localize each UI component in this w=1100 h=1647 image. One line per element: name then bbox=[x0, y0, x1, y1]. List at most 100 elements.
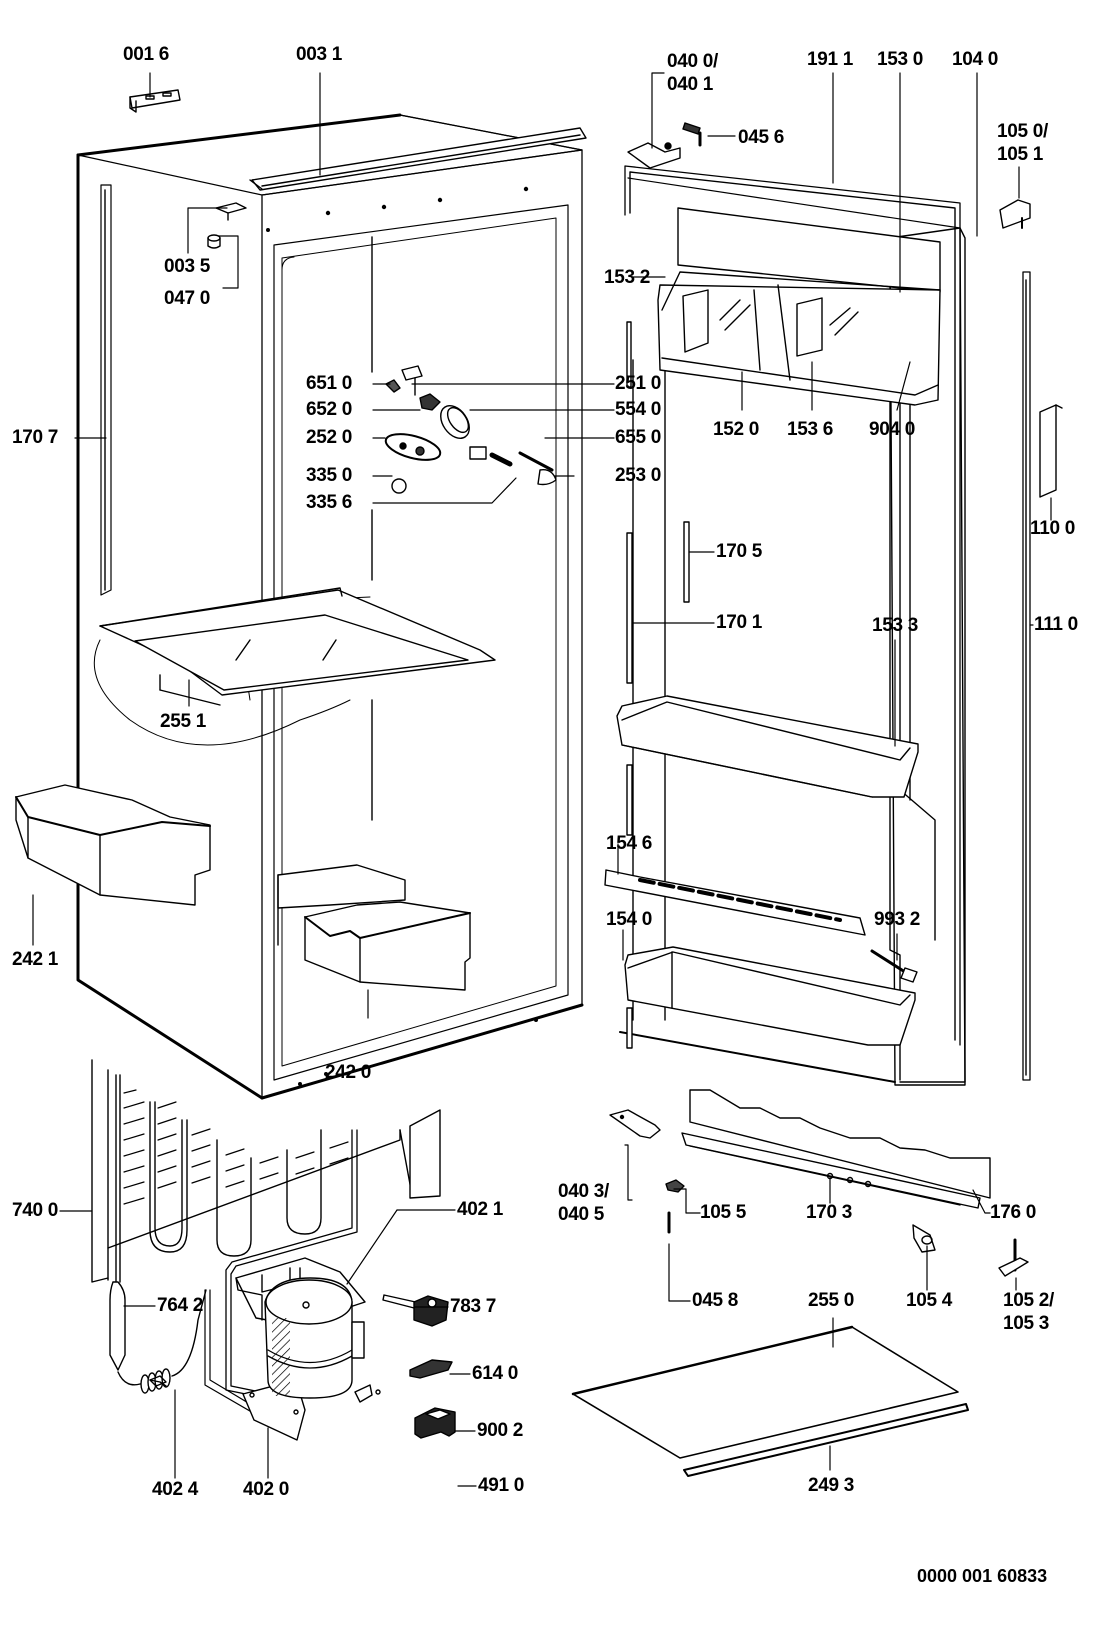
part-label-1536: 153 6 bbox=[787, 419, 834, 440]
part-label-1911: 191 1 bbox=[807, 49, 854, 70]
part-label-2550: 255 0 bbox=[808, 1290, 855, 1311]
part-label-1703: 170 3 bbox=[806, 1202, 853, 1223]
part-label-1533: 153 3 bbox=[872, 615, 919, 636]
part-label-1040: 104 0 bbox=[952, 49, 999, 70]
upper-door-hinge bbox=[1000, 200, 1030, 228]
hinge-bracket-0016 bbox=[130, 90, 180, 112]
handle-strip-1110 bbox=[1023, 272, 1030, 1080]
part-label-6520: 652 0 bbox=[306, 399, 353, 420]
relay-6140 bbox=[414, 1296, 448, 1326]
part-label-3350: 335 0 bbox=[306, 465, 353, 486]
part-label-1532: 153 2 bbox=[604, 267, 651, 288]
part-label-7400: 740 0 bbox=[12, 1200, 59, 1221]
part-label-4020: 402 0 bbox=[243, 1479, 290, 1500]
part-label-1530: 153 0 bbox=[877, 49, 924, 70]
glass-shelf-2551 bbox=[94, 588, 495, 745]
part-label-1701: 170 1 bbox=[716, 612, 763, 633]
part-label-9932: 993 2 bbox=[874, 909, 921, 930]
compressor-4020 bbox=[243, 1278, 380, 1440]
bottom-rail-1703 bbox=[682, 1133, 980, 1208]
part-label-4910: 491 0 bbox=[478, 1475, 525, 1496]
reference-number: 0000 001 60833 bbox=[917, 1566, 1048, 1586]
trim-strip-2493 bbox=[684, 1404, 968, 1476]
part-label-0458: 045 8 bbox=[692, 1290, 739, 1311]
machine-compartment bbox=[92, 1060, 455, 1440]
part-label-1520: 152 0 bbox=[713, 419, 760, 440]
side-strip-1707 bbox=[101, 185, 111, 595]
door-strip-1705 bbox=[684, 522, 689, 602]
cover-clip-4910 bbox=[415, 1408, 455, 1438]
part-label-9040: 904 0 bbox=[869, 419, 916, 440]
part-label-1054: 105 4 bbox=[906, 1290, 953, 1311]
overload-protector-9002 bbox=[410, 1360, 452, 1378]
butter-compartment bbox=[658, 208, 940, 405]
part-label-0400-line2: 040 1 bbox=[667, 74, 714, 95]
crisper-drawer-2420 bbox=[278, 865, 470, 990]
part-label-5540: 554 0 bbox=[615, 399, 662, 420]
upper-hinge-plate bbox=[628, 143, 680, 168]
part-label-1050-line1: 105 0/ bbox=[997, 121, 1049, 142]
part-label-1110: 111 0 bbox=[1034, 614, 1078, 635]
bottle-shelf-1540 bbox=[625, 947, 915, 1045]
part-label-1052: 105 2/105 3 bbox=[1003, 1289, 1054, 1335]
glass-plate-2550 bbox=[573, 1327, 958, 1458]
part-label-2420: 242 0 bbox=[325, 1062, 372, 1083]
part-label-1100: 110 0 bbox=[1030, 518, 1075, 539]
part-label-1707: 170 7 bbox=[12, 427, 59, 448]
part-label-0035: 003 5 bbox=[164, 256, 211, 277]
part-label-1052-line2: 105 3 bbox=[1003, 1313, 1050, 1334]
top-trim-0031 bbox=[250, 128, 586, 190]
part-label-6510: 651 0 bbox=[306, 373, 353, 394]
part-label-0031: 003 1 bbox=[296, 44, 343, 65]
part-label-3356: 335 6 bbox=[306, 492, 353, 513]
part-label-1050-line2: 105 1 bbox=[997, 144, 1044, 165]
part-label-2493: 249 3 bbox=[808, 1475, 855, 1496]
thermostat-cluster bbox=[383, 366, 556, 493]
door bbox=[573, 123, 1062, 1476]
part-label-1760: 176 0 bbox=[990, 1202, 1037, 1223]
part-label-1546: 154 6 bbox=[606, 833, 653, 854]
lower-hinge-plate bbox=[610, 1110, 660, 1138]
part-label-0470: 047 0 bbox=[164, 288, 211, 309]
hinge-pin-0456 bbox=[683, 123, 700, 145]
part-label-6140: 614 0 bbox=[472, 1363, 519, 1384]
part-label-2510: 251 0 bbox=[615, 373, 662, 394]
part-label-2421: 242 1 bbox=[12, 949, 59, 970]
part-label-1540: 154 0 bbox=[606, 909, 653, 930]
part-label-7837: 783 7 bbox=[450, 1296, 497, 1317]
part-label-2520: 252 0 bbox=[306, 427, 353, 448]
door-shelf-1533 bbox=[617, 696, 918, 797]
part-label-0403-line1: 040 3/ bbox=[558, 1181, 610, 1202]
condenser-7400 bbox=[92, 1060, 440, 1282]
part-label-2551: 255 1 bbox=[160, 711, 207, 732]
part-label-7642: 764 2 bbox=[157, 1295, 204, 1316]
cabinet bbox=[16, 90, 586, 1098]
lower-door-hinge bbox=[913, 1225, 935, 1252]
part-label-1055: 105 5 bbox=[700, 1202, 747, 1223]
part-label-1052-line1: 105 2/ bbox=[1003, 1290, 1055, 1311]
cabinet-top bbox=[78, 115, 582, 195]
part-label-4021: 402 1 bbox=[457, 1199, 504, 1220]
part-label-1050: 105 0/105 1 bbox=[997, 120, 1048, 166]
sensor-9932 bbox=[872, 951, 917, 982]
part-label-4024: 402 4 bbox=[152, 1479, 199, 1500]
lower-hinge-pin bbox=[999, 1240, 1028, 1276]
egg-tray-1546 bbox=[605, 870, 865, 935]
part-label-0400: 040 0/040 1 bbox=[667, 50, 718, 96]
part-label-0403: 040 3/040 5 bbox=[558, 1180, 609, 1226]
part-label-0400-line1: 040 0/ bbox=[667, 51, 719, 72]
handle-1100 bbox=[1040, 405, 1062, 497]
part-label-1705: 170 5 bbox=[716, 541, 763, 562]
part-label-0016: 001 6 bbox=[123, 44, 170, 65]
part-label-9002: 900 2 bbox=[477, 1420, 524, 1441]
crisper-drawer-2421 bbox=[16, 785, 210, 905]
dryer-filter-7642 bbox=[110, 1075, 206, 1393]
door-strip-1701 bbox=[627, 322, 632, 1048]
bottom-trim-1760 bbox=[690, 1090, 990, 1198]
part-label-0456: 045 6 bbox=[738, 127, 785, 148]
clip-4024 bbox=[150, 1376, 166, 1386]
leader-lines bbox=[33, 73, 1051, 1486]
part-label-6550: 655 0 bbox=[615, 427, 662, 448]
part-label-0403-line2: 040 5 bbox=[558, 1204, 605, 1225]
